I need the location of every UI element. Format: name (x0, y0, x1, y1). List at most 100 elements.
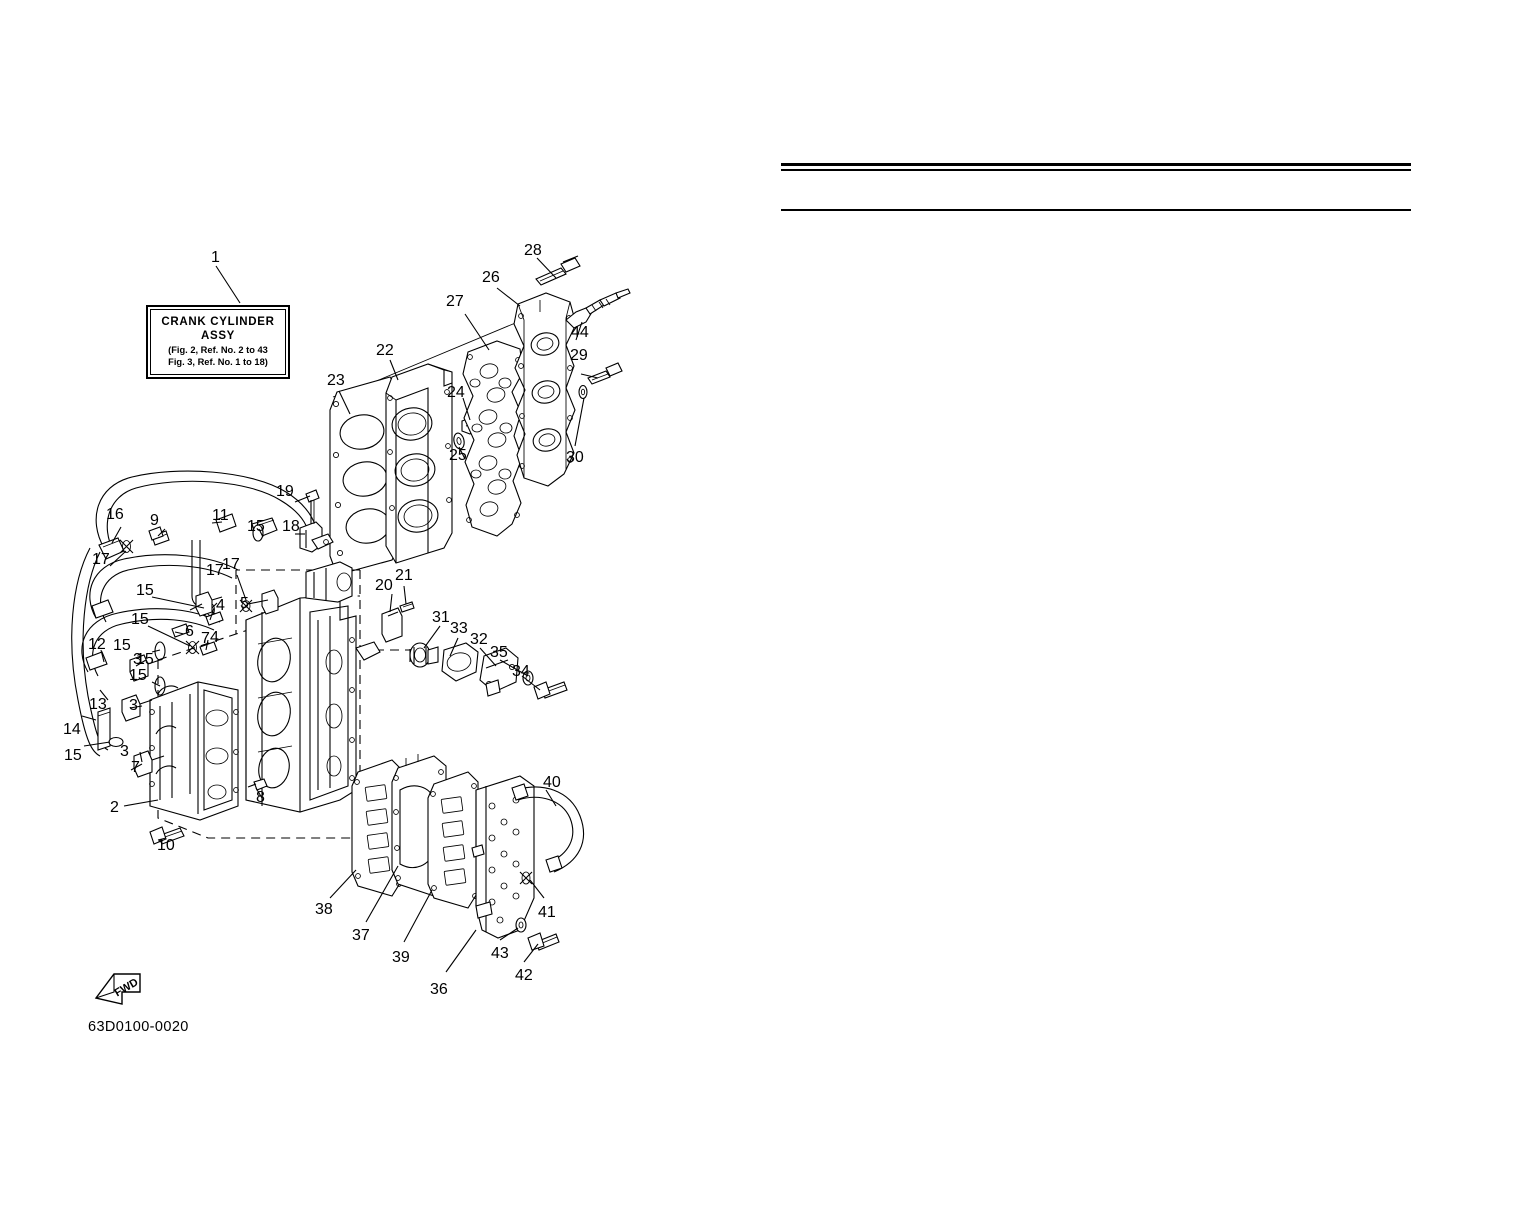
part-36-exhaust-outer-cover (472, 776, 534, 938)
crank-cylinder-assy-callout-box: CRANK CYLINDER ASSY (Fig. 2, Ref. No. 2 … (146, 305, 290, 379)
callout-1: 1 (211, 249, 220, 266)
callout-44: 44 (571, 324, 589, 341)
callout-40: 40 (543, 774, 561, 791)
callout-3a: 3 (133, 651, 142, 668)
callout-6: 6 (185, 623, 194, 640)
part-43-washer (516, 918, 526, 932)
callout-9: 9 (150, 512, 159, 529)
callout-43: 43 (491, 945, 509, 962)
drawing-number: 63D0100-0020 (88, 1019, 189, 1035)
callout-15e: 15 (64, 747, 82, 764)
part-7-fittings (196, 592, 222, 616)
part-9-bolt (149, 527, 169, 545)
part-21-bolt (400, 602, 414, 612)
part-30-washer (579, 386, 587, 399)
cylinder-block (246, 562, 380, 812)
callout-36: 36 (430, 981, 448, 998)
callout-24: 24 (447, 384, 465, 401)
callout-15d: 15 (129, 667, 147, 684)
callout-15g: 15 (136, 651, 154, 668)
callout-32: 32 (470, 631, 488, 648)
callout-27: 27 (446, 293, 464, 310)
callout-12: 12 (88, 636, 106, 653)
fwd-direction-arrow: FWD (94, 973, 141, 1005)
part-10-bolt (150, 827, 184, 844)
callout-17a: 17 (92, 551, 110, 568)
callout-17b: 17 (222, 556, 240, 573)
callout-30: 30 (566, 449, 584, 466)
part-4-pins (200, 612, 223, 655)
callout-25: 25 (449, 447, 467, 464)
callout-33: 33 (450, 620, 468, 637)
part-19-bolt (306, 490, 319, 524)
callout-box-line-3: (Fig. 2, Ref. No. 2 to 43 (168, 345, 268, 355)
part-39-gasket (428, 772, 478, 908)
callout-14: 14 (63, 721, 81, 738)
part-12-13-hoses (72, 548, 238, 756)
part-41-clamp (520, 872, 532, 884)
callout-15c: 15 (113, 637, 131, 654)
part-38-gasket (352, 760, 402, 896)
callout-19: 19 (276, 483, 294, 500)
callout-31: 31 (432, 609, 450, 626)
callout-38: 38 (315, 901, 333, 918)
callout-41: 41 (538, 904, 556, 921)
clamp-17-center (240, 600, 252, 612)
part-33-gasket (442, 643, 478, 681)
part-16-hose (96, 471, 318, 559)
part-44-thermoswitch (566, 289, 630, 328)
part-22-cylinder-head (386, 364, 452, 563)
callout-42: 42 (515, 967, 533, 984)
part-20-bracket (382, 608, 402, 642)
callout-15a: 15 (136, 582, 154, 599)
callout-3c: 3 (120, 743, 129, 760)
part-17a-clamp (120, 540, 133, 553)
part-31-thermostat (410, 643, 438, 667)
callout-box-line-2: ASSY (200, 330, 236, 342)
callout-35: 35 (490, 644, 508, 661)
callout-22: 22 (376, 342, 394, 359)
callout-29: 29 (570, 347, 588, 364)
part-14-hose-end (98, 708, 110, 750)
part-42-bolt (528, 933, 559, 950)
header-double-rule (781, 163, 1411, 171)
callout-15b: 15 (131, 611, 149, 628)
callout-15f: 15 (247, 518, 265, 535)
callout-17c: 17 (206, 562, 224, 579)
callout-4b: 4 (210, 629, 219, 646)
part-29-bolt (588, 363, 622, 384)
callout-26: 26 (482, 269, 500, 286)
part-17c-clamp (186, 641, 199, 654)
callout-box-line-4: Fig. 3, Ref. No. 1 to 18) (168, 357, 268, 367)
callout-7b: 7 (131, 759, 140, 776)
callout-3b: 3 (129, 697, 138, 714)
hose-elbow-left-2 (86, 652, 107, 670)
part-28-bolt (536, 256, 580, 285)
part-26-cylinder-head-cover (514, 293, 576, 486)
part-34-bolt (534, 682, 567, 699)
callout-8: 8 (256, 789, 265, 806)
callout-10: 10 (157, 837, 175, 854)
part-5-fitting (262, 590, 278, 614)
callout-5: 5 (240, 595, 249, 612)
hose-elbow-left-1 (92, 600, 113, 618)
header-single-rule (781, 209, 1411, 211)
callout-23: 23 (327, 372, 345, 389)
callout-16: 16 (106, 506, 124, 523)
callout-7a: 7 (201, 630, 210, 647)
callout-37: 37 (352, 927, 370, 944)
callout-11: 11 (212, 507, 229, 524)
callout-20: 20 (375, 577, 393, 594)
callout-4a: 4 (216, 597, 225, 614)
callout-21: 21 (395, 567, 413, 584)
part-40-hose (512, 784, 584, 872)
callout-2: 2 (110, 799, 119, 816)
part-27-head-cover-gasket (463, 341, 523, 536)
part-25-washer (452, 432, 465, 450)
callout-28: 28 (524, 242, 542, 259)
callout-34: 34 (512, 663, 530, 680)
part-18-bracket (300, 522, 333, 552)
callout-39: 39 (392, 949, 410, 966)
